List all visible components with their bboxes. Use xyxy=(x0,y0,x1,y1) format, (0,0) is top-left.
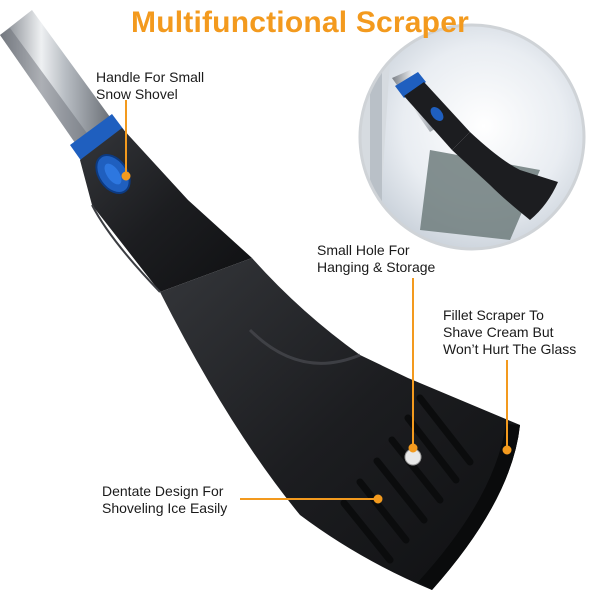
fillet-leader-dot xyxy=(502,445,512,455)
inset-windshield-photo xyxy=(358,23,586,251)
handle-grip xyxy=(80,128,252,293)
leader-lines xyxy=(121,100,512,504)
metal-pole xyxy=(0,10,118,150)
scraper-blade xyxy=(160,258,520,590)
handle-collar xyxy=(70,114,124,162)
callout-dentate-design: Dentate Design For Shoveling Ice Easily xyxy=(102,483,228,516)
dentate-ridges xyxy=(340,394,474,564)
callout-handle: Handle For Small Snow Shovel xyxy=(96,69,205,102)
dentate-leader-dot xyxy=(373,494,383,504)
hole-leader-dot xyxy=(408,443,418,453)
page-title: Multifunctional Scraper xyxy=(131,6,469,39)
handle-button xyxy=(95,154,131,194)
callout-fillet-scraper: Fillet Scraper To Shave Cream But Won’t … xyxy=(443,307,577,357)
handle-leader-dot xyxy=(121,171,131,181)
callout-hanging-hole: Small Hole For Hanging & Storage xyxy=(317,242,436,275)
